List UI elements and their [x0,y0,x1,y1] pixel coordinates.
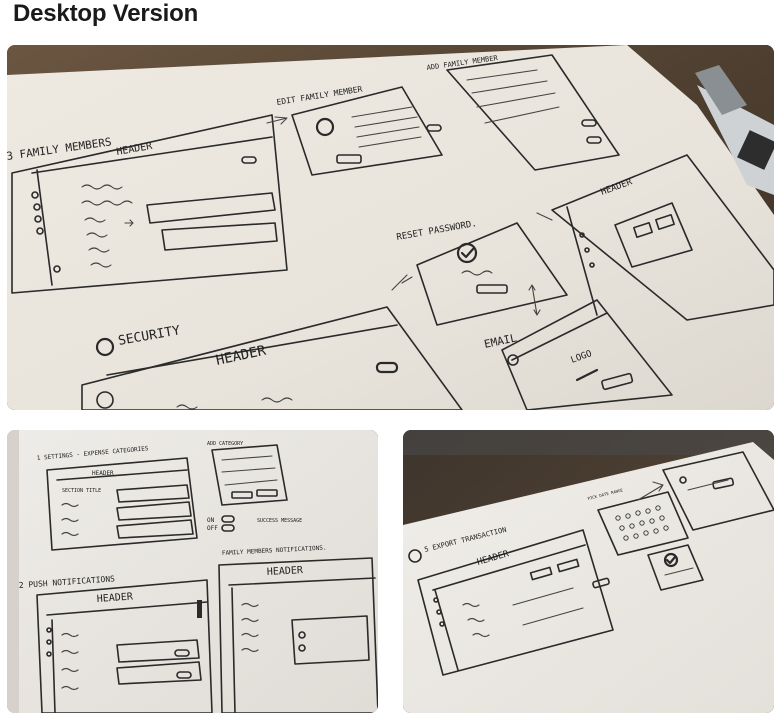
svg-text:OFF: OFF [207,525,218,532]
sketch-photo-export[interactable]: 5 EXPORT TRANSACTION HEADER PICK DATE RA… [403,430,774,713]
svg-text:SUCCESS MESSAGE: SUCCESS MESSAGE [257,518,302,524]
page-title: Desktop Version [13,0,198,28]
svg-text:HEADER: HEADER [267,565,305,578]
sketch-photo-notifications[interactable]: 1 SETTINGS - EXPENSE CATEGORIES HEADER S… [7,430,378,713]
svg-text:SECTION TITLE: SECTION TITLE [62,488,101,494]
sketch-photo-main[interactable]: 3 FAMILY MEMBERS HEADER EDIT FAMILY MEMB… [7,45,774,410]
svg-text:ON: ON [207,517,215,524]
label-add-category: ADD CATEGORY [207,441,243,447]
svg-text:HEADER: HEADER [92,470,114,477]
